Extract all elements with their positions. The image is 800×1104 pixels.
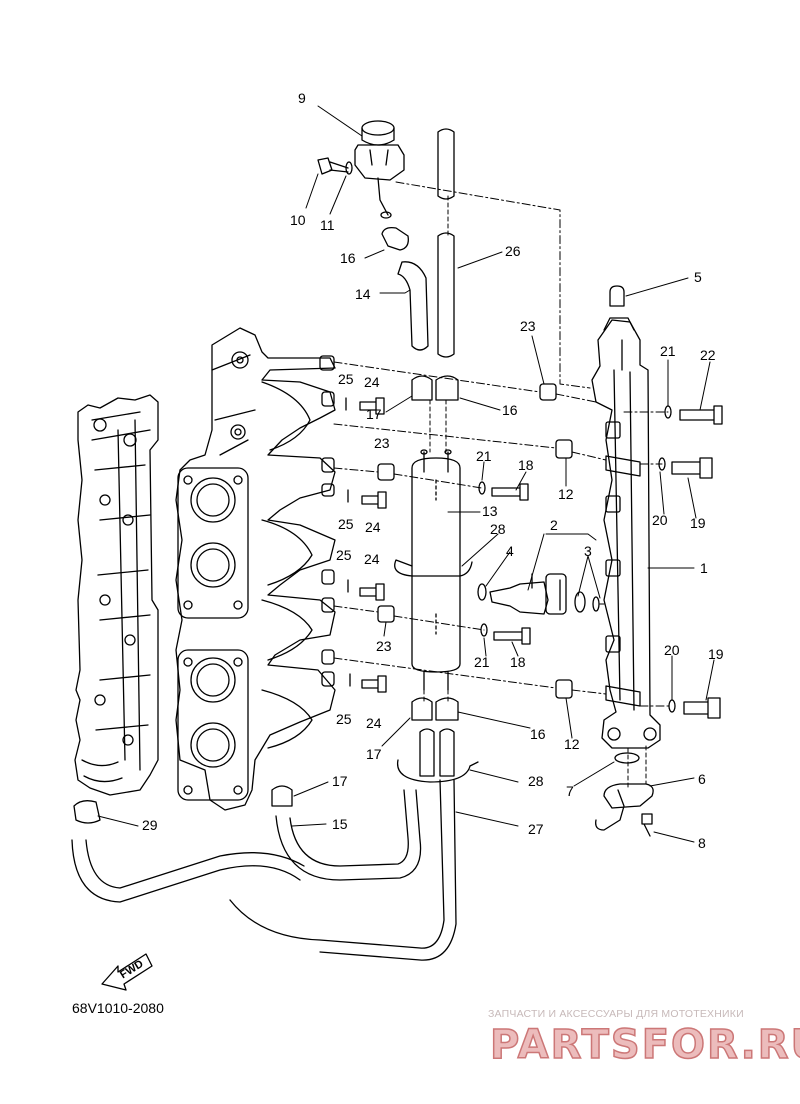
hose-26	[437, 128, 455, 200]
callout-7: 7	[566, 783, 574, 799]
clamp-16-mid	[435, 375, 459, 401]
callout-16: 16	[502, 402, 518, 418]
callout-10: 10	[290, 212, 306, 228]
callout-29: 29	[142, 817, 158, 833]
hose-27	[419, 728, 455, 777]
bolt-22	[679, 405, 723, 425]
injector	[477, 573, 600, 615]
bolt-19-a	[671, 457, 713, 479]
grommet-12-a	[555, 439, 573, 459]
bolt-10	[317, 157, 349, 175]
cylinder-block	[74, 394, 159, 796]
joint-6	[595, 783, 654, 831]
watermark-brand: PARTSFOR.RU	[489, 1021, 800, 1069]
cap-5	[609, 285, 625, 307]
grommet-12-b	[555, 679, 573, 699]
bolt-8	[641, 813, 653, 837]
grommet-23-a	[377, 463, 395, 481]
callout-11: 11	[320, 217, 335, 233]
callout-9: 9	[298, 90, 306, 106]
callout-17: 17	[332, 773, 348, 789]
callout-24: 24	[364, 551, 380, 567]
fuel-rail	[591, 317, 661, 749]
alignment-lines	[333, 181, 673, 791]
clamp-17-lower	[271, 785, 293, 807]
callout-5: 5	[694, 269, 702, 285]
callout-18: 18	[510, 654, 526, 670]
callout-16: 16	[340, 250, 356, 266]
fuel-filter	[394, 449, 473, 691]
grommet-23-b	[377, 605, 395, 623]
callout-28: 28	[528, 773, 544, 789]
callout-4: 4	[506, 543, 514, 559]
washer-11	[345, 161, 353, 175]
hose-15	[275, 789, 422, 881]
callout-2: 2	[550, 517, 558, 533]
callout-6: 6	[698, 771, 706, 787]
callout-14: 14	[355, 286, 371, 302]
callout-8: 8	[698, 835, 706, 851]
callout-24: 24	[366, 715, 382, 731]
callout-12: 12	[558, 486, 574, 502]
callout-19: 19	[708, 646, 724, 662]
callout-21: 21	[660, 343, 676, 359]
clamp-16-top	[381, 226, 409, 251]
callout-24: 24	[364, 374, 380, 390]
callout-17: 17	[366, 746, 382, 762]
callout-24: 24	[365, 519, 381, 535]
callout-22: 22	[700, 347, 716, 363]
hose-26-lower	[437, 232, 455, 358]
callout-25: 25	[338, 516, 354, 532]
callout-25: 25	[338, 371, 354, 387]
callout-23: 23	[376, 638, 392, 654]
callout-labels: 9 10 11 16 14 26 5 23 21 22 25 24 17 16 …	[118, 90, 724, 981]
hose-14	[397, 261, 429, 351]
callout-13: 13	[482, 503, 498, 519]
hose-27-long	[229, 779, 457, 961]
callout-18: 18	[518, 457, 534, 473]
clamp-17-top	[411, 375, 433, 401]
callout-23: 23	[520, 318, 536, 334]
bolt-18-a	[491, 483, 529, 501]
callout-28: 28	[490, 521, 506, 537]
callout-23: 23	[374, 435, 390, 451]
callout-26: 26	[505, 243, 521, 259]
callout-25: 25	[336, 547, 352, 563]
callout-27: 27	[528, 821, 544, 837]
callout-16: 16	[530, 726, 546, 742]
callout-17: 17	[366, 406, 382, 422]
washers-25	[345, 397, 351, 687]
callout-12: 12	[564, 736, 580, 752]
pressure-regulator	[354, 120, 405, 219]
bolt-18-b	[493, 627, 531, 645]
bolts-24	[359, 397, 387, 693]
diagram-code: 68V1010-2080	[72, 1000, 164, 1016]
grommet-23-top	[539, 383, 557, 401]
callout-3: 3	[584, 543, 592, 559]
callout-20: 20	[664, 642, 680, 658]
clamp-16-bottom	[435, 697, 459, 721]
leader-lines	[97, 105, 715, 843]
callout-15: 15	[332, 816, 348, 832]
hose-29	[71, 839, 305, 903]
clamp-29	[73, 800, 101, 824]
callout-19: 19	[690, 515, 706, 531]
callout-20: 20	[652, 512, 668, 528]
watermark-tagline: ЗАПЧАСТИ И АКСЕССУАРЫ ДЛЯ МОТОТЕХНИКИ	[488, 1008, 744, 1020]
bolt-19-b	[683, 697, 721, 719]
callout-21: 21	[476, 448, 492, 464]
o-ring-7	[614, 752, 640, 764]
clamp-17-bottom	[411, 697, 433, 721]
washer-20-b	[668, 699, 676, 713]
fwd-arrow-icon	[101, 953, 153, 991]
callout-25: 25	[336, 711, 352, 727]
callout-1: 1	[700, 560, 708, 576]
intake-manifold	[175, 327, 336, 811]
callout-21: 21	[474, 654, 490, 670]
bracket-28-bottom	[396, 759, 479, 783]
